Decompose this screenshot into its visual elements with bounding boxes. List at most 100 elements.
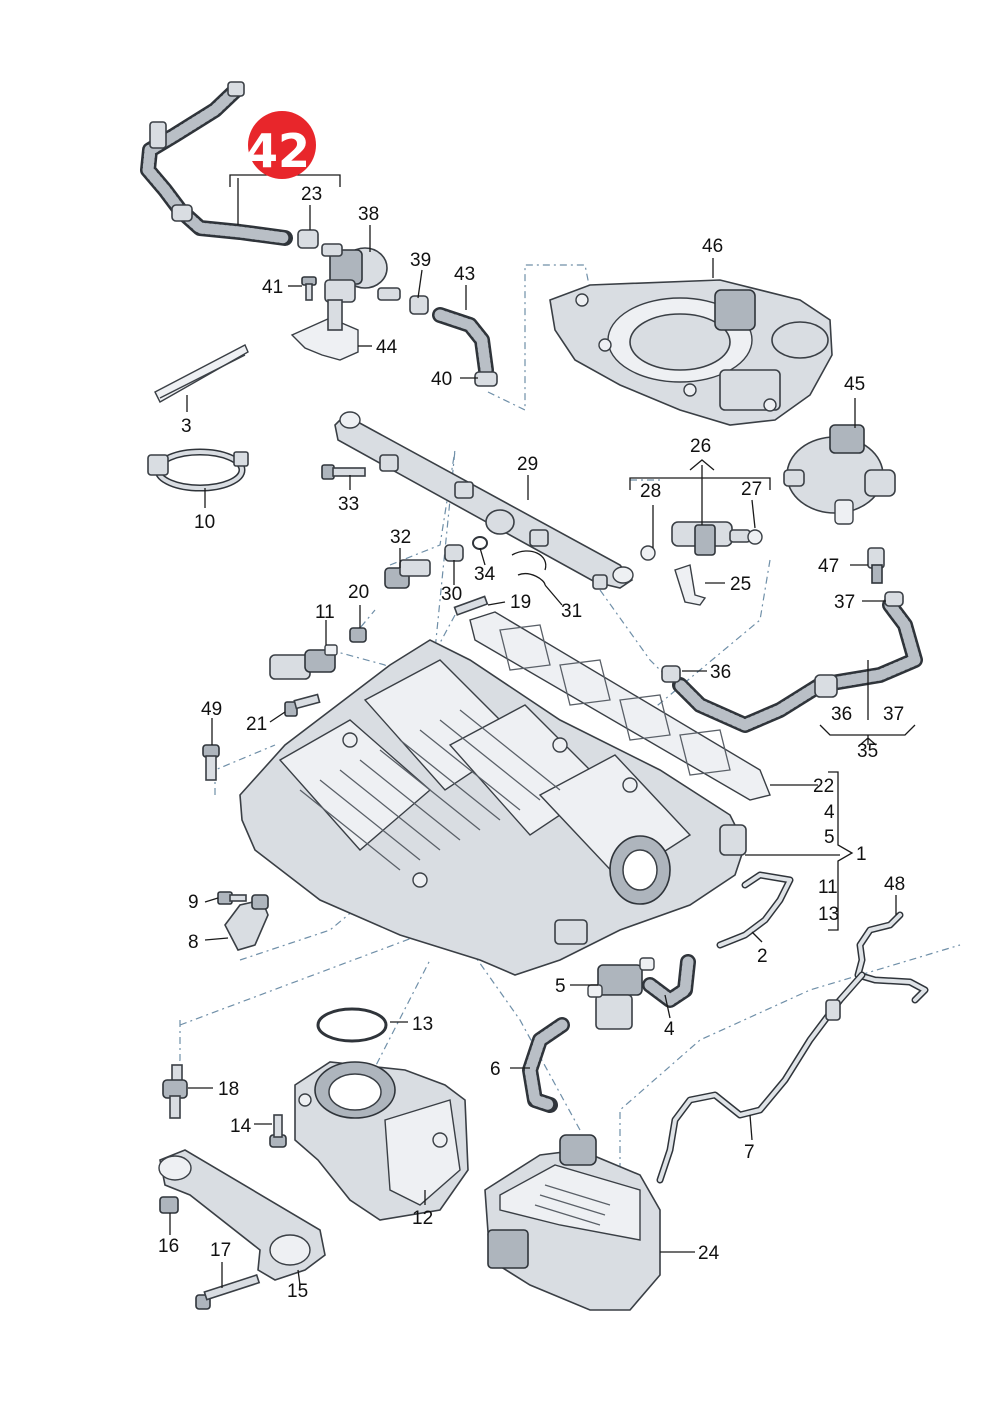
label-28: 28 <box>640 481 661 502</box>
pressure-sensor-32 <box>384 559 431 589</box>
label-46: 46 <box>702 236 723 257</box>
hose-4 <box>642 954 696 1008</box>
bolt-17 <box>195 1274 261 1310</box>
label-22: 22 <box>813 776 834 797</box>
label-2: 2 <box>757 946 768 967</box>
label-13a: 13 <box>818 904 839 925</box>
label-9: 9 <box>188 892 199 913</box>
label-36a: 36 <box>710 662 731 683</box>
fuel-rail-29 <box>334 411 634 590</box>
label-5b: 5 <box>555 976 566 997</box>
bolt-41 <box>301 276 317 301</box>
label-8: 8 <box>188 932 199 953</box>
label-27: 27 <box>741 479 762 500</box>
hose-clamp-23 <box>297 229 319 249</box>
label-38: 38 <box>358 204 379 225</box>
label-33: 33 <box>338 494 359 515</box>
label-26: 26 <box>690 436 711 457</box>
part-number-labels: 23 38 39 43 41 44 40 3 10 46 45 29 26 28… <box>158 184 905 1302</box>
sensor-8 <box>224 894 269 951</box>
bolt-9 <box>217 891 247 905</box>
label-6: 6 <box>490 1059 501 1080</box>
label-16: 16 <box>158 1236 179 1257</box>
label-30: 30 <box>441 584 462 605</box>
clip-25 <box>674 564 707 606</box>
label-24: 24 <box>698 1243 720 1264</box>
solenoid-valve-5 <box>587 957 655 1030</box>
bracket-44 <box>290 299 359 361</box>
bushing-30 <box>444 544 464 562</box>
connector-47 <box>867 547 885 584</box>
o-ring-13 <box>316 1007 388 1043</box>
label-43: 43 <box>454 264 475 285</box>
label-15: 15 <box>287 1281 308 1302</box>
sensor-11 <box>269 644 338 680</box>
label-14: 14 <box>230 1116 252 1137</box>
stud-19 <box>453 595 489 616</box>
label-41: 41 <box>262 277 283 298</box>
intake-manifold-1 <box>239 639 747 976</box>
hose-6 <box>522 1017 570 1113</box>
throttle-body-12 <box>294 1061 469 1221</box>
label-48: 48 <box>884 874 905 895</box>
highlight-badge-42: 42 <box>246 111 316 179</box>
label-49: 49 <box>201 699 222 720</box>
nut-20 <box>349 627 367 643</box>
stud-49 <box>202 744 220 781</box>
label-39: 39 <box>410 250 431 271</box>
bolt-21 <box>284 693 321 717</box>
label-31: 31 <box>561 601 582 622</box>
bolt-14 <box>269 1114 287 1148</box>
bolt-33 <box>321 464 366 480</box>
air-filter-housing-24 <box>484 1134 661 1311</box>
o-ring-34 <box>472 536 488 550</box>
leader-lines <box>169 174 916 1288</box>
vent-hose-48 <box>656 911 929 1184</box>
label-19: 19 <box>510 592 531 613</box>
label-45: 45 <box>844 374 865 395</box>
clamp-10 <box>147 448 249 492</box>
label-37a: 37 <box>834 592 855 613</box>
label-35: 35 <box>857 741 878 762</box>
label-12: 12 <box>412 1208 433 1229</box>
label-32: 32 <box>390 527 411 548</box>
label-25: 25 <box>730 574 751 595</box>
label-13b: 13 <box>412 1014 433 1035</box>
label-17: 17 <box>210 1240 231 1261</box>
label-7: 7 <box>744 1142 755 1163</box>
label-4b: 4 <box>664 1019 675 1040</box>
badge-label: 42 <box>246 124 310 178</box>
label-18: 18 <box>218 1079 239 1100</box>
label-23: 23 <box>301 184 322 205</box>
label-11a: 11 <box>315 602 335 623</box>
label-11b: 11 <box>818 877 838 898</box>
fuel-hose-35 <box>661 591 923 733</box>
vacuum-pump-cover-46 <box>549 279 833 426</box>
support-bracket-15 <box>158 1149 326 1281</box>
label-47: 47 <box>818 556 839 577</box>
fuel-injector-26 <box>640 521 763 561</box>
label-1: 1 <box>856 844 867 865</box>
cable-tie-3 <box>154 344 249 403</box>
label-4a: 4 <box>824 802 835 823</box>
stud-18 <box>162 1064 188 1119</box>
clip-31 <box>511 550 547 586</box>
hose-clamp-39 <box>409 295 429 315</box>
label-40: 40 <box>431 369 452 390</box>
hose-43 <box>432 307 498 387</box>
high-pressure-pump-45 <box>783 424 896 525</box>
label-36b: 36 <box>831 704 852 725</box>
breather-hose-assembly <box>140 81 293 246</box>
label-10: 10 <box>194 512 215 533</box>
label-20: 20 <box>348 582 369 603</box>
gasket-22 <box>469 611 771 801</box>
label-3: 3 <box>181 416 192 437</box>
nut-16 <box>159 1196 179 1214</box>
label-21: 21 <box>246 714 267 735</box>
hose-2 <box>716 871 794 949</box>
label-44: 44 <box>376 337 398 358</box>
label-5a: 5 <box>824 827 835 848</box>
label-34: 34 <box>474 564 496 585</box>
pressure-valve-38 <box>321 243 401 303</box>
